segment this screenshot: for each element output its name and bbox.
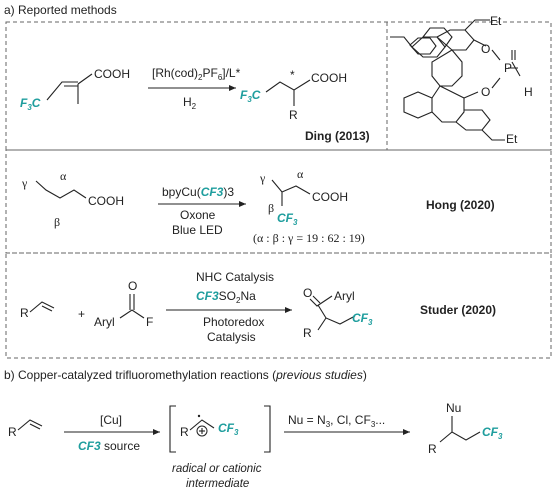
ding-reagent-bottom: H2 [183,95,197,111]
ding-r-group: R [289,108,298,122]
studer-citation: Studer (2020) [420,303,496,317]
ding-product: F3C * COOH R [240,68,347,122]
hong-gamma: γ [21,176,28,190]
studer-product: O Aryl CF3 R [303,286,373,340]
ligand-et-top: Et [490,14,502,28]
hong-substrate: γ α β COOH [21,169,124,229]
ligand-o1: O [481,42,490,56]
hong-product: γ α β CF3 COOH [259,167,348,227]
studer-r-group: R [20,306,29,320]
studer-alkene: R [20,301,55,320]
ligand-o2: O [481,85,490,99]
section-a-heading: a) Reported methods [4,3,117,17]
cu-r-group: R [8,425,17,439]
ligand-structure: Et O P O H Et [390,14,533,146]
studer-f-atom: F [146,315,153,329]
cu-intermediate-label-1: radical or cationic [172,463,262,475]
ding-box [5,21,552,151]
hong-citation: Hong (2020) [426,198,495,212]
studer-o-atom: O [128,279,137,293]
cu-product-nu: Nu [446,401,461,415]
section-b-heading: b) Copper-catalyzed trifluoromethylation… [4,368,367,382]
ding-product-acid: COOH [311,71,347,85]
ding-reagent-top: [Rh(cod)2PF6]/L* [152,66,241,82]
ding-substrate: F3C COOH [20,67,130,112]
ding-chiral-mark: * [290,68,295,82]
hong-substrate-acid: COOH [88,194,124,208]
cu-product-r: R [428,442,437,456]
cu-product: Nu CF3 R [428,401,503,456]
cu-alkene: R [8,419,43,439]
studer-reagent-line3: Photoredox [203,315,264,329]
studer-aryl: Aryl [94,315,115,329]
cu-intermediate-label-2: intermediate [186,478,249,490]
svg-text:CF3: CF3 [277,211,298,227]
hong-product-acid: COOH [312,190,348,204]
hong-alpha: α [60,169,67,183]
studer-box [5,252,552,359]
hong-product-gamma: γ [259,171,266,185]
svg-text:CF3: CF3 [352,311,373,327]
hong-product-beta: β [268,201,274,215]
studer-acyl-fluoride: Aryl O F [94,279,153,329]
svg-text:F3C: F3C [240,88,261,104]
svg-text:CF3: CF3 [482,425,503,441]
cu-reagent-top: [Cu] [100,413,122,427]
ding-substrate-acid: COOH [94,67,130,81]
hong-reagent-line3: Blue LED [172,223,223,237]
hong-box [5,149,552,254]
studer-plus: + [78,307,85,321]
studer-product-aryl: Aryl [334,289,355,303]
hong-reagent-line2: Oxone [180,208,216,222]
cu-nu-reagent: Nu = N3, Cl, CF3... [288,413,385,429]
svg-text:CF3: CF3 [218,421,239,437]
studer-product-o: O [303,286,312,300]
studer-reagent-line1: NHC Catalysis [196,270,274,284]
hong-reagent-top: bpyCu(CF3)3 [162,185,234,199]
hong-ratio: (α : β : γ = 19 : 62 : 19) [253,231,365,245]
ligand-p: P [504,61,512,75]
cu-intermediate-r: R [180,425,189,439]
studer-reagent-line2: CF3SO2Na [196,289,256,305]
ligand-h: H [524,85,533,99]
cu-intermediate: R CF3 [169,405,271,453]
hong-product-alpha: α [297,167,304,181]
svg-text:F3C: F3C [20,96,41,112]
hong-beta: β [54,215,60,229]
cu-reagent-bottom: CF3 source [78,439,140,453]
studer-reagent-line4: Catalysis [207,330,256,344]
studer-product-r: R [303,326,312,340]
ligand-et-bottom: Et [506,132,518,146]
ding-citation: Ding (2013) [305,129,370,143]
